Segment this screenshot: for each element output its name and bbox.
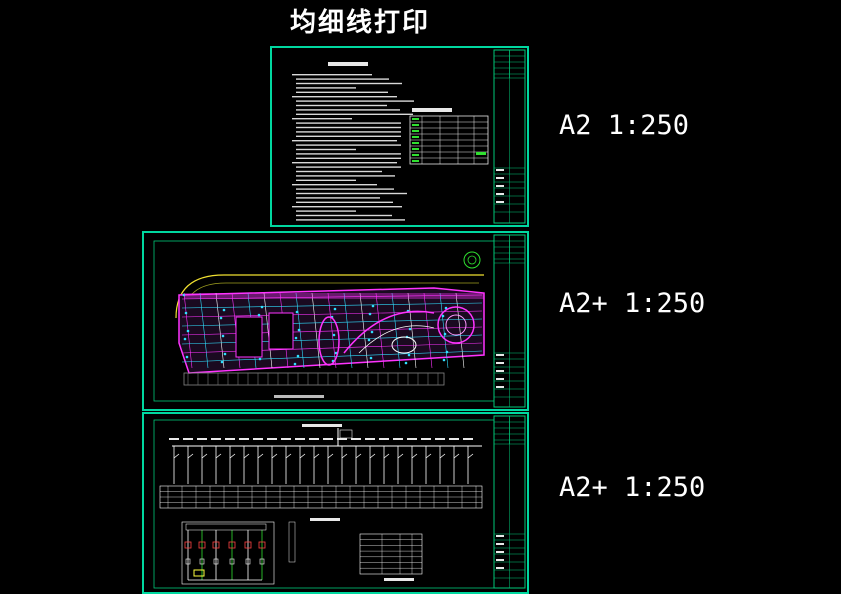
site-plan-drawing xyxy=(153,234,526,408)
sheet-2-scale-label: A2+ 1:250 xyxy=(559,288,706,319)
drawing-sheet-design-notes[interactable] xyxy=(270,46,529,227)
electrical-diagram-drawing xyxy=(153,415,526,589)
design-notes-drawing xyxy=(292,49,526,224)
drawing-sheet-site-plan[interactable] xyxy=(142,231,529,411)
drawing-sheet-electrical-diagram[interactable] xyxy=(142,412,529,594)
page-title: 均细线打印 xyxy=(289,8,430,38)
sheet-3-scale-label: A2+ 1:250 xyxy=(559,472,706,503)
sheet-1-scale-label: A2 1:250 xyxy=(559,110,690,141)
